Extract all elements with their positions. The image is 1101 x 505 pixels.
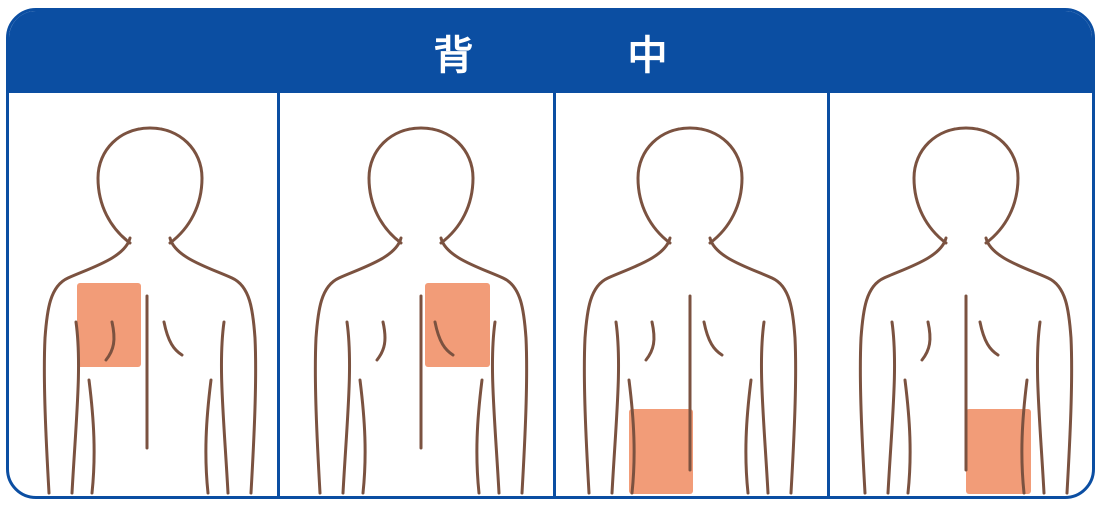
figure-panel-1: [44, 128, 255, 493]
highlight-area-3: [629, 409, 693, 494]
figure-panel-4: [860, 128, 1071, 494]
figure-panel-2: [315, 128, 526, 493]
figure-panel-3: [584, 128, 795, 494]
